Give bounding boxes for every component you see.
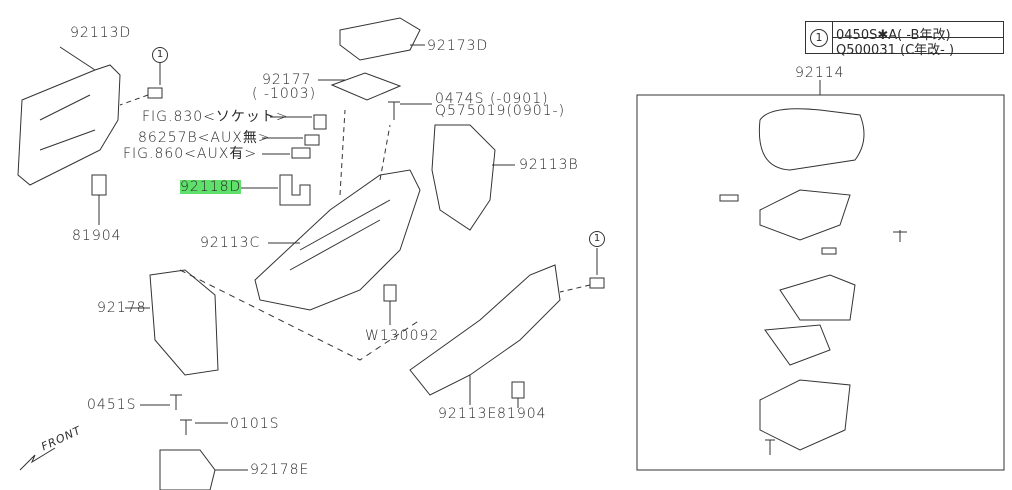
part-armrest-lid [758, 108, 865, 171]
part-label-92173D[interactable]: 92173D [427, 38, 489, 54]
part-92178E [159, 449, 216, 490]
fig-link-830[interactable]: FIG.830<ソケット> [142, 109, 289, 125]
note-row: Q500031 (C年改- ) [836, 43, 955, 58]
part-armrest-base [759, 379, 851, 451]
part-label-92118D-highlighted[interactable]: 92118D [180, 179, 242, 195]
part-92118D [279, 174, 311, 206]
part-label-92177[interactable]: 92177 [262, 72, 312, 88]
part-label-92113B[interactable]: 92113B [519, 157, 579, 173]
part-label-92177-note: ( -1003) [252, 86, 317, 102]
part-92113D [17, 64, 121, 186]
part-label-0451S[interactable]: 0451S [87, 397, 137, 413]
part-label-81904[interactable]: 81904 [497, 406, 547, 422]
note-row: 0450S✱A( -B年改) [836, 28, 951, 43]
part-label-W130092[interactable]: W130092 [365, 328, 440, 344]
part-label-81904[interactable]: 81904 [72, 228, 122, 244]
part-label-Q575019[interactable]: Q575019(0901-) [435, 103, 566, 119]
assembly-box-92114 [636, 94, 1005, 471]
ref-callout-1: 1 [589, 231, 605, 247]
part-label-92113E[interactable]: 92113E [438, 406, 498, 422]
part-label-86257B[interactable]: 86257B<AUX無> [138, 130, 271, 146]
part-92177 [330, 72, 402, 101]
part-label-92114[interactable]: 92114 [795, 65, 845, 81]
part-label-92178[interactable]: 92178 [97, 300, 147, 316]
part-label-0474S[interactable]: 0474S (-0901) [435, 91, 549, 107]
part-label-92113C[interactable]: 92113C [200, 235, 261, 251]
part-label-92178E[interactable]: 92178E [250, 462, 310, 478]
note-ref-circle: 1 [810, 29, 828, 47]
part-92113E [409, 264, 561, 396]
note-table: 1 0450S✱A( -B年改) Q500031 (C年改- ) [805, 21, 1004, 58]
part-label-92113D[interactable]: 92113D [70, 25, 132, 41]
part-label-0101S[interactable]: 0101S [230, 416, 280, 432]
front-arrow [19, 447, 56, 471]
fig-link-860[interactable]: FIG.860<AUX有> [123, 146, 258, 162]
part-92113B [431, 124, 496, 231]
part-92173D [339, 17, 421, 61]
part-92178 [149, 269, 219, 376]
ref-callout-1: 1 [152, 47, 168, 63]
part-92113C [254, 169, 421, 311]
